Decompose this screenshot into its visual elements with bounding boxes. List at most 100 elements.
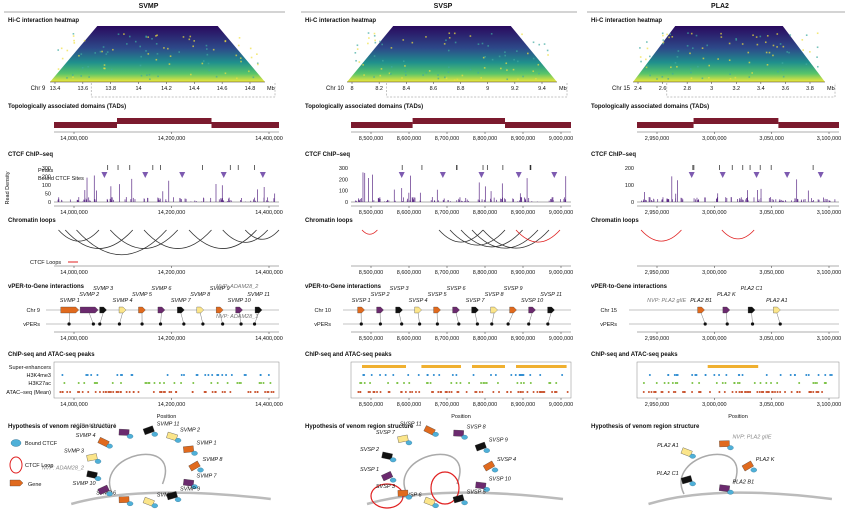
hyp-bound-ctcf xyxy=(94,476,102,481)
hic-tick-label: 2.4 xyxy=(634,86,642,92)
hic-speck xyxy=(362,64,364,66)
section-title-vper: vPER-to-Gene interactions xyxy=(305,284,382,290)
section-title-vper: vPER-to-Gene interactions xyxy=(8,284,85,290)
peak-dot xyxy=(239,382,242,384)
hyp-gene-block xyxy=(397,434,409,443)
peak-dot xyxy=(78,391,81,393)
tad-block xyxy=(211,122,279,128)
hic-speck xyxy=(720,32,722,35)
bound-ctcf-triangle xyxy=(753,172,760,178)
hic-speck xyxy=(538,43,541,46)
hic-speck xyxy=(691,47,694,49)
gene-label: SVSP 7 xyxy=(466,298,486,304)
peak-dot xyxy=(426,374,429,376)
chromatin-loop-arc xyxy=(109,229,179,249)
vper-dot xyxy=(778,322,782,326)
legend-bound-ctcf-swatch xyxy=(10,439,22,447)
peak-dot xyxy=(192,382,195,384)
hic-speck xyxy=(816,46,819,49)
hic-zoom-box xyxy=(90,83,276,98)
vper-link xyxy=(238,312,242,325)
vper-dot xyxy=(239,322,243,326)
legend-gene-swatch xyxy=(9,479,24,487)
hic-speck xyxy=(505,68,508,70)
peak-dot xyxy=(776,382,779,384)
peak-dot xyxy=(90,374,93,376)
hic-speck xyxy=(766,35,769,37)
hic-tick-label: 3.8 xyxy=(806,86,814,92)
chromatin-loop-arc xyxy=(58,229,100,242)
peak-dot xyxy=(667,382,670,384)
hic-speck xyxy=(139,45,141,48)
ctcf-axis-label: 8,500,000 xyxy=(359,210,383,216)
hic-tick-label: 14.2 xyxy=(161,86,172,92)
vper-axis-label: 14,000,000 xyxy=(60,336,88,342)
peak-dot xyxy=(650,391,653,393)
peak-dot xyxy=(223,391,226,393)
hic-speck xyxy=(437,77,440,80)
peak-dot xyxy=(216,382,219,384)
peak-dot xyxy=(426,382,429,384)
hic-speck xyxy=(72,33,75,35)
hic-speck xyxy=(163,47,165,49)
hic-speck xyxy=(469,68,472,71)
hic-speck xyxy=(756,43,759,46)
vper-axis-label: 8,500,000 xyxy=(359,336,383,342)
hic-speck xyxy=(146,74,148,76)
vper-axis-label: 8,800,000 xyxy=(473,336,497,342)
gene-arrow xyxy=(697,306,705,314)
vper-dot xyxy=(418,322,422,326)
hic-speck xyxy=(363,74,365,76)
peak-dot xyxy=(691,391,694,393)
hyp-gene-block xyxy=(118,496,130,503)
hic-speck xyxy=(728,42,731,45)
hic-speck xyxy=(57,49,60,51)
hic-tick-label: 14.8 xyxy=(245,86,256,92)
peak-row-label: H3K4me3 xyxy=(27,373,51,379)
hic-speck xyxy=(167,47,169,50)
section-title-hyp: Hypothesis of venom region structure xyxy=(8,424,117,430)
peak-dot xyxy=(509,391,512,393)
vper-link xyxy=(776,312,781,325)
hyp-gene-block xyxy=(118,428,130,436)
hic-speck xyxy=(649,74,651,77)
hyp-gene-label: NVP: ADAM28_1 xyxy=(74,423,116,429)
hic-speck xyxy=(80,53,83,55)
hic-speck xyxy=(667,78,670,80)
hic-speck xyxy=(110,68,113,71)
peak-dot xyxy=(747,391,750,393)
hic-speck xyxy=(367,42,369,45)
peak-dot xyxy=(180,374,183,376)
gene-label: SVMP 6 xyxy=(151,286,172,292)
hic-unit: Mb xyxy=(267,86,275,92)
legend-bound-ctcf: Bound CTCF xyxy=(25,441,58,447)
hic-speck xyxy=(521,33,523,36)
hic-speck xyxy=(805,63,808,65)
hyp-bound-ctcf xyxy=(727,445,734,451)
peak-dot xyxy=(790,391,793,393)
peak-dot xyxy=(817,374,820,376)
hic-speck xyxy=(212,48,215,51)
hic-speck xyxy=(782,75,785,78)
peak-dot xyxy=(396,382,399,384)
hic-speck xyxy=(772,54,774,57)
hic-speck xyxy=(190,73,192,76)
ctcf-tick-label: 100 xyxy=(42,183,51,189)
gene-arrow xyxy=(80,306,99,314)
hic-speck xyxy=(126,43,128,45)
peak-dot xyxy=(784,391,787,393)
vper-dot xyxy=(435,322,439,326)
peak-dot xyxy=(758,391,761,393)
hic-speck xyxy=(481,42,484,45)
gene-arrow xyxy=(60,306,79,314)
hic-speck xyxy=(382,59,384,62)
hic-speck xyxy=(401,77,403,79)
hic-speck xyxy=(422,74,424,76)
peak-dot xyxy=(749,391,752,393)
ctcf-tick-label: 0 xyxy=(48,200,51,206)
vper-dot xyxy=(400,322,404,326)
peak-dot xyxy=(77,382,80,384)
hyp-gene-block xyxy=(474,441,487,452)
hic-speck xyxy=(57,68,60,70)
hic-speck xyxy=(752,34,754,37)
